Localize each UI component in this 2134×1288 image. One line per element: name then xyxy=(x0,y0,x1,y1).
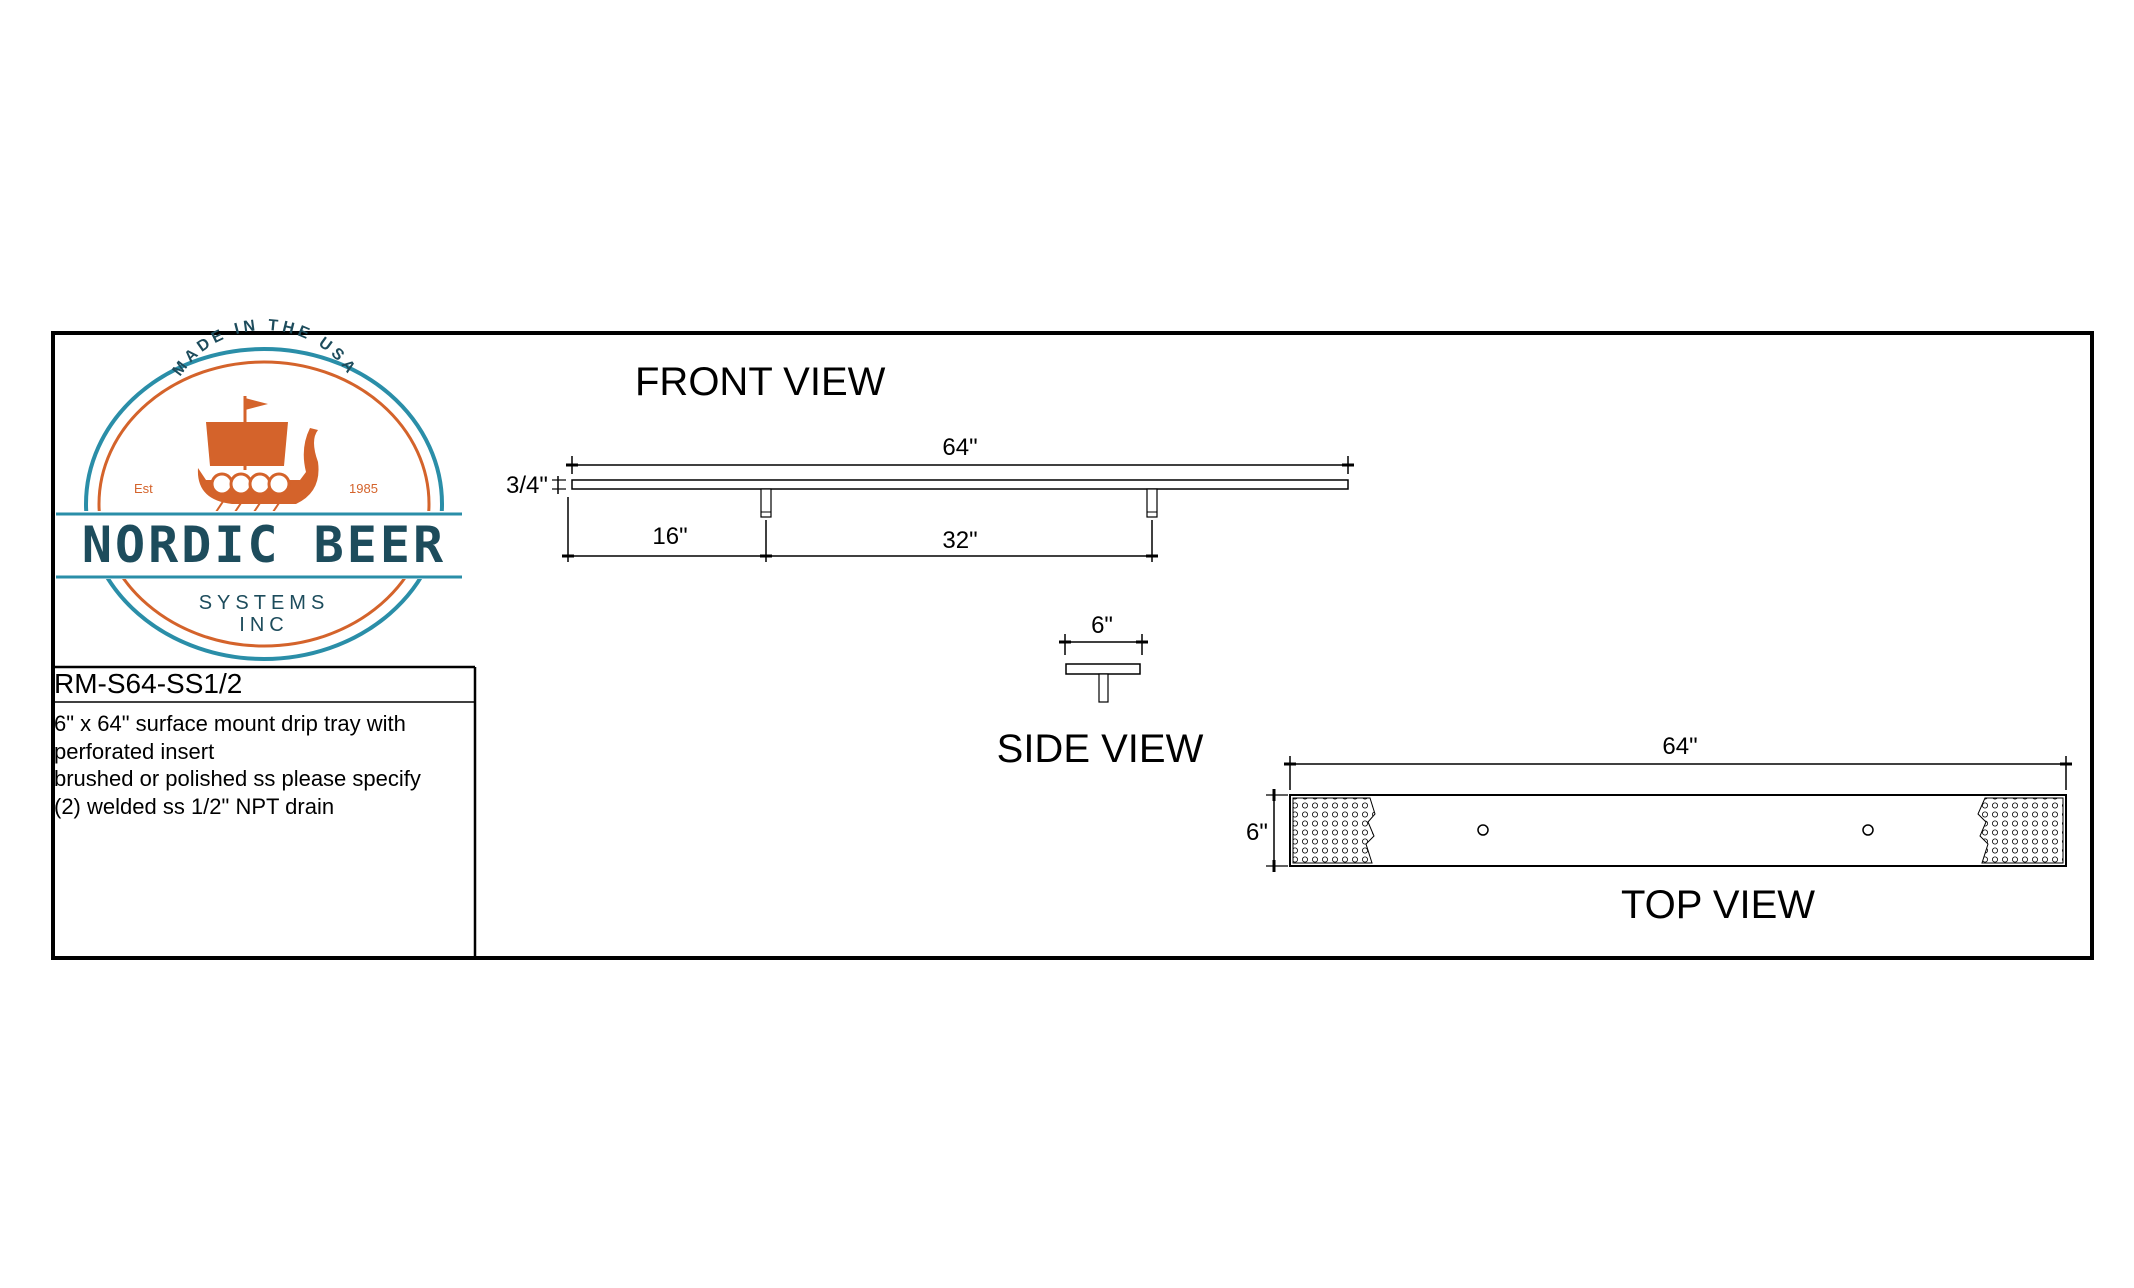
front-drain-1 xyxy=(760,488,772,518)
description-line: 6" x 64" surface mount drip tray with xyxy=(54,711,406,736)
logo-systems-label: SYSTEMS xyxy=(199,592,330,614)
front-view: FRONT VIEW 64" 3/4" 16" 32" xyxy=(506,360,1354,562)
logo-est-label: Est xyxy=(134,481,153,496)
front-drain-spacing-dim: 32" xyxy=(942,527,977,554)
description-line: (2) welded ss 1/2" NPT drain xyxy=(54,793,335,819)
top-drain-hole-1 xyxy=(1477,824,1489,836)
title-block-frame xyxy=(53,665,477,958)
logo-inner-ring xyxy=(97,360,431,648)
logo-est-year: 1985 xyxy=(349,481,378,496)
side-tray-body xyxy=(1065,663,1141,675)
side-view-title: SIDE VIEW xyxy=(997,727,1204,771)
front-view-title: FRONT VIEW xyxy=(635,360,886,404)
top-perforated-insert-right xyxy=(1977,797,2064,864)
side-width-dim: 6" xyxy=(1091,612,1113,639)
front-drain-2 xyxy=(1146,488,1158,518)
viking-ship-icon xyxy=(197,396,319,513)
top-tray-body xyxy=(1289,794,2067,867)
front-tray-body xyxy=(571,479,1349,490)
top-perforated-insert-left xyxy=(1292,797,1376,864)
top-drain-hole-2 xyxy=(1862,824,1874,836)
logo-outer-ring xyxy=(84,347,444,661)
top-width-dim: 6" xyxy=(1246,819,1268,846)
part-number: RM-S64-SS1/2 xyxy=(54,668,243,699)
drawing-border xyxy=(51,331,2094,960)
top-length-dim: 64" xyxy=(1662,733,1697,760)
logo-inc-label: INC xyxy=(239,614,288,636)
front-first-drain-dim: 16" xyxy=(652,523,687,550)
top-view: 64" 6" TOP VIEW xyxy=(1246,733,2072,927)
logo-brand-name: NORDIC BEER xyxy=(82,516,446,574)
company-logo: MADE IN THE USA Est 1985 NORDIC BEER SYS… xyxy=(56,317,462,661)
top-view-title: TOP VIEW xyxy=(1621,883,1815,927)
front-height-dim: 3/4" xyxy=(506,472,548,499)
side-drain xyxy=(1098,673,1109,703)
logo-banner xyxy=(56,511,462,579)
part-description: 6" x 64" surface mount drip tray with pe… xyxy=(54,710,469,820)
side-view: 6" SIDE VIEW xyxy=(997,612,1204,771)
front-length-dim: 64" xyxy=(942,434,977,461)
description-line: brushed or polished ss please specify xyxy=(54,766,421,791)
description-line: perforated insert xyxy=(54,738,215,764)
